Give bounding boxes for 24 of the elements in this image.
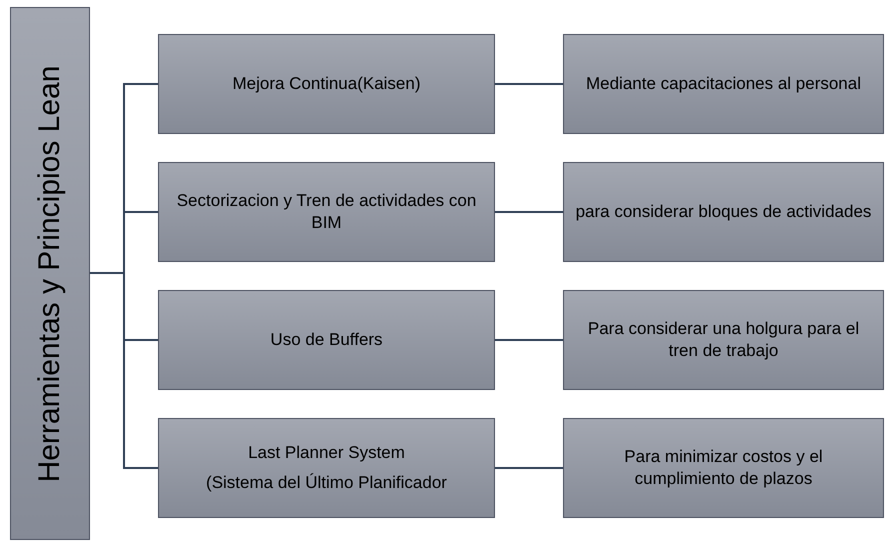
process-box [158, 162, 495, 262]
box-label: (Sistema del Último Planificador [206, 472, 447, 494]
box-label: Mediante capacitaciones al personal [586, 72, 861, 95]
box-label: Sectorizacion y Tren de actividades con BIM [176, 190, 478, 234]
connector-line [495, 83, 563, 85]
process-box [158, 290, 495, 390]
process-box [158, 34, 495, 134]
process-box [158, 418, 495, 518]
process-box [563, 290, 884, 390]
box-label: Para minimizar costos y el cumplimiento de plazos [623, 446, 824, 490]
root-label: Herramientas y Principios Lean [35, 65, 65, 482]
process-box [563, 418, 884, 518]
process-box [563, 162, 884, 262]
root-box [10, 7, 90, 540]
box-label: Para considerar una holgura para el tren de trabajo [586, 318, 860, 362]
process-box [563, 34, 884, 134]
connector-line [90, 272, 158, 469]
box-label: Last Planner System [248, 442, 405, 464]
connector-line [495, 467, 563, 469]
box-label: Mejora Continua(Kaisen) [232, 72, 421, 95]
connector-line [495, 339, 563, 341]
connector-line [495, 211, 563, 213]
box-label: para considerar bloques de actividades [576, 200, 872, 223]
box-label: Uso de Buffers [270, 328, 383, 351]
